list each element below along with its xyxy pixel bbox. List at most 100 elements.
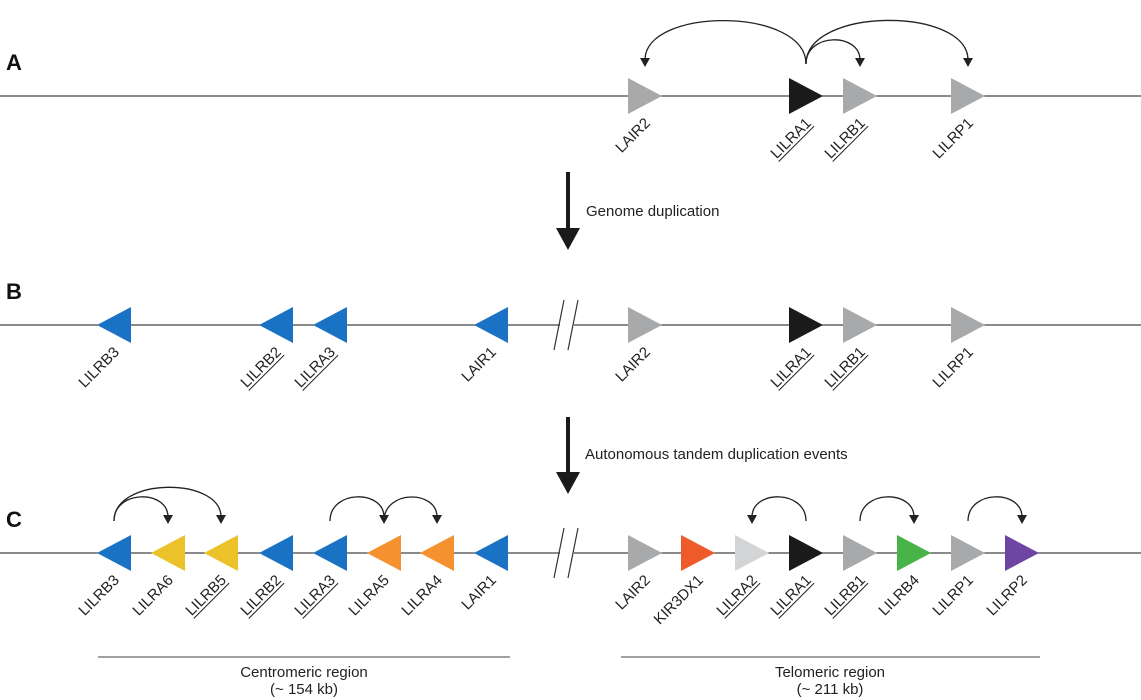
gene-label-group: LILRA2 (713, 572, 760, 619)
gene-label-lilra4: LILRA4 (398, 572, 445, 619)
gene-label-group: LILRB2 (237, 572, 284, 619)
gene-lilra2-marker (735, 535, 769, 571)
gene-label-lair2: LAIR2 (612, 572, 654, 614)
gene-label-lilrp1: LILRP1 (929, 115, 976, 162)
gene-label-group: LILRP1 (929, 115, 976, 162)
gene-label-lair1: LAIR1 (458, 344, 500, 386)
gene-label-lilrb4: LILRB4 (875, 572, 922, 619)
gene-label-lilrb3: LILRB3 (75, 344, 122, 391)
step-label-tandem-duplication: Autonomous tandem duplication events (585, 446, 848, 463)
gene-lilrp1-marker (951, 78, 985, 114)
gene-label-group: LILRB1 (821, 344, 868, 391)
gene-lair1-marker (474, 307, 508, 343)
gene-underline (778, 125, 815, 162)
panel-letter-b: B (6, 279, 22, 304)
gene-lair2-marker (628, 535, 662, 571)
gene-kir3dx1-marker (681, 535, 715, 571)
gene-label-lilra3: LILRA3 (291, 572, 338, 619)
duplication-arc-lilra5-to-lilra4 (383, 496, 438, 522)
gene-label-group: LAIR1 (458, 572, 500, 614)
duplication-arc-lilrb3-to-lilrb5 (113, 486, 222, 522)
gene-label-lilra3: LILRA3 (291, 344, 338, 391)
gene-underline (248, 354, 285, 391)
region-title-centromeric: Centromeric region (240, 664, 368, 681)
gene-label-group: LILRA5 (345, 572, 392, 619)
gene-label-lilrb2: LILRB2 (237, 344, 284, 391)
gene-label-group: LILRB3 (75, 572, 122, 619)
gene-label-lilrb1: LILRB1 (821, 344, 868, 391)
gene-underline (302, 354, 339, 391)
duplication-arc-lilra1-to-lilra2 (751, 496, 807, 522)
gene-label-lilrp2: LILRP2 (983, 572, 1030, 619)
gene-underline (193, 582, 230, 619)
gene-label-group: LILRA3 (291, 344, 338, 391)
gene-label-group: LILRP1 (929, 344, 976, 391)
duplication-arcs-a (640, 19, 973, 67)
gene-label-lair2: LAIR2 (612, 115, 654, 157)
step-label-genome-duplication: Genome duplication (586, 203, 719, 220)
gene-lilrb4-marker (897, 535, 931, 571)
chromosome-break-icon (553, 527, 579, 579)
gene-lilrb2-marker (259, 535, 293, 571)
gene-lilrp1-marker (951, 307, 985, 343)
gene-label-lilra5: LILRA5 (345, 572, 392, 619)
gene-lilrb1-marker (843, 307, 877, 343)
arrowhead-icon (1017, 515, 1027, 524)
duplication-arc-lilrb3-to-lilra6 (113, 496, 169, 522)
gene-label-lilrb5: LILRB5 (182, 572, 229, 619)
gene-label-lair1: LAIR1 (458, 572, 500, 614)
gene-label-group: LILRB2 (237, 344, 284, 391)
panel-letter-a: A (6, 50, 22, 75)
gene-lilrb1-marker (843, 78, 877, 114)
region-centromeric: Centromeric region (~ 154 kb) (98, 656, 510, 698)
gene-lilra1-marker (789, 307, 823, 343)
gene-lilrb3-marker (97, 535, 131, 571)
gene-label-group: LAIR2 (612, 344, 654, 386)
gene-label-lilrb2: LILRB2 (237, 572, 284, 619)
gene-lilrb5-marker (204, 535, 238, 571)
duplication-arc-lilra3-to-lilra5 (329, 496, 385, 522)
arrowhead-icon (747, 515, 757, 524)
arrowhead-icon (432, 515, 442, 524)
gene-label-group: LILRB3 (75, 344, 122, 391)
arrowhead-icon (909, 515, 919, 524)
arrowhead-icon (216, 515, 226, 524)
duplication-arc-lilra1-to-lair2 (644, 20, 807, 65)
gene-label-group: LILRB4 (875, 572, 922, 619)
gene-label-group: KIR3DX1 (651, 572, 707, 628)
gene-underline (248, 582, 285, 619)
arrowhead-icon (855, 58, 865, 67)
gene-label-group: LILRA1 (767, 115, 814, 162)
arrowhead-icon (963, 58, 973, 67)
gene-label-lair2: LAIR2 (612, 344, 654, 386)
gene-lair2-marker (628, 307, 662, 343)
duplication-arc-lilra1-to-lilrp1 (805, 19, 969, 65)
gene-label-group: LILRA3 (291, 572, 338, 619)
gene-label-group: LILRB1 (821, 572, 868, 619)
chromosome-break-icon (553, 299, 579, 351)
gene-underline (832, 582, 869, 619)
step-genome-duplication: Genome duplication (556, 172, 719, 250)
gene-lilrb2-marker (259, 307, 293, 343)
gene-label-lilra1: LILRA1 (767, 344, 814, 391)
region-title-telomeric: Telomeric region (775, 664, 885, 681)
gene-label-lilrb3: LILRB3 (75, 572, 122, 619)
gene-label-lilra2: LILRA2 (713, 572, 760, 619)
gene-label-group: LILRA4 (398, 572, 445, 619)
gene-label-group: LILRB1 (821, 115, 868, 162)
down-arrow-icon (556, 228, 580, 250)
gene-lilra3-marker (313, 535, 347, 571)
gene-label-lilrp1: LILRP1 (929, 344, 976, 391)
region-size-telomeric: (~ 211 kb) (797, 681, 864, 698)
gene-label-group: LAIR2 (612, 115, 654, 157)
gene-label-group: LAIR2 (612, 572, 654, 614)
gene-lilrb1-marker (843, 535, 877, 571)
gene-lilrb3-marker (97, 307, 131, 343)
panel-letter-c: C (6, 507, 22, 532)
gene-label-group: LILRP1 (929, 572, 976, 619)
